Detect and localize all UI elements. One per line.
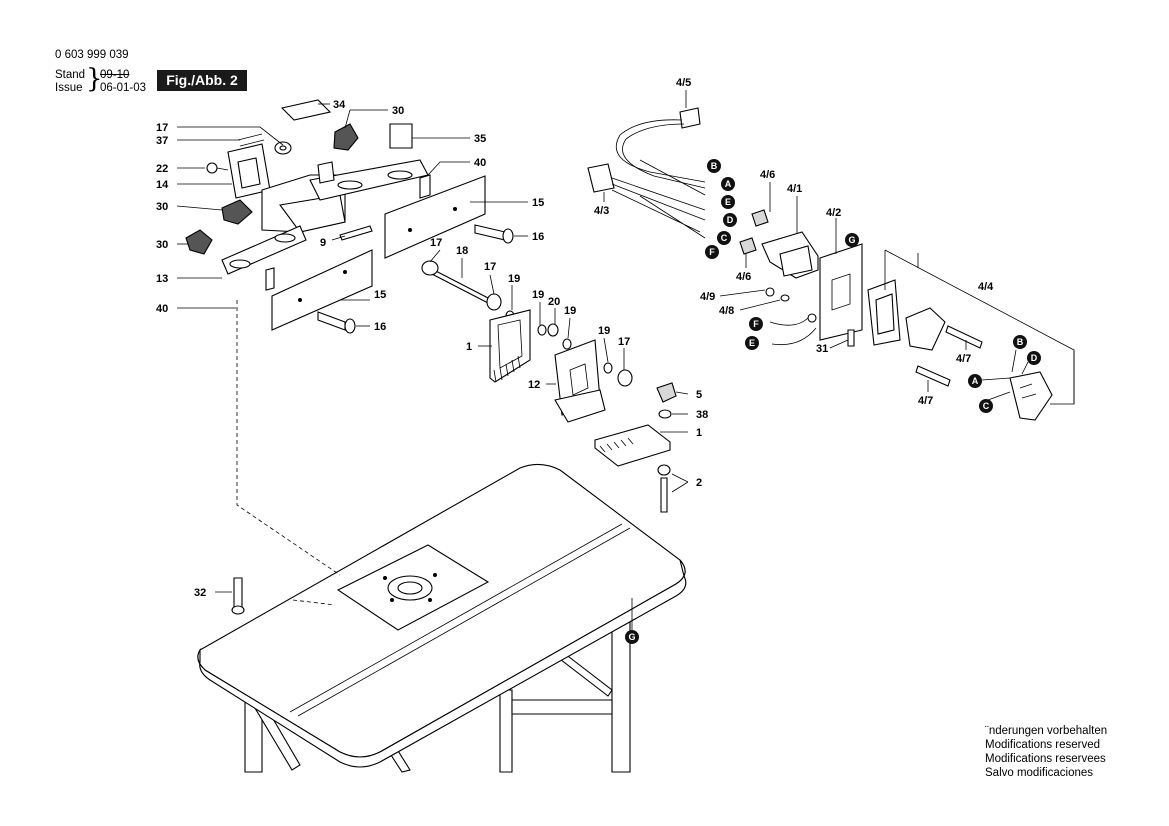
circle-label: B [711,161,718,171]
circle-label: A [972,376,979,386]
callout: 20 [548,296,560,308]
circle-label: D [1031,353,1038,363]
leader-lines [176,90,1029,630]
note-line: Modifications reserved [985,739,1101,751]
note-line: ¨nderungen vorbehalten [985,725,1108,737]
brace-icon: } [86,64,103,94]
note-line: Modifications reservees [985,753,1106,765]
screw-32 [231,577,245,615]
callout: 19 [508,273,520,285]
callout: 2 [696,477,702,489]
part-number: 0 603 999 039 [55,49,129,61]
callout: 17 [430,237,442,249]
callout: 17 [618,336,630,348]
callout: 5 [696,389,702,401]
callout: 40 [156,303,168,315]
electrical-assembly [587,107,1075,421]
callout: 4/1 [787,183,802,195]
issue-value: 06-01-03 [100,82,147,94]
callout: 4/5 [676,77,691,89]
callout: 15 [532,197,544,209]
circle-label: B [1017,337,1024,347]
callout: 30 [156,239,168,251]
note-line: Salvo modificaciones [985,767,1094,779]
circle-label: E [725,197,731,207]
circle-label: D [727,215,734,225]
issue-label: Issue [55,82,83,94]
stand-value: 09-10 [100,69,130,81]
circle-label: A [725,179,732,189]
callout: 4/3 [594,205,609,217]
circle-labels: B A E D C F G F E B D A C G [625,159,1041,644]
callout: 37 [156,135,168,147]
callout: 18 [456,245,468,257]
callout: 32 [194,587,206,599]
callout: 38 [696,409,708,421]
callout: 1 [696,427,702,439]
circle-label: G [628,632,635,642]
callout-labels: 34 30 17 37 35 22 40 14 15 30 16 9 30 17… [156,77,994,599]
callout: 1 [466,341,472,353]
callout: 13 [156,273,168,285]
featherboards [489,309,677,513]
callout: 9 [320,237,326,249]
figure-label: Fig./Abb. 2 [157,70,247,91]
callout: 19 [532,289,544,301]
callout: 4/6 [736,271,751,283]
callout: 15 [374,289,386,301]
callout: 4/8 [719,305,734,317]
callout: 16 [532,231,544,243]
stand-label: Stand [55,69,86,81]
callout: 4/6 [760,169,775,181]
callout: 4/4 [978,281,994,293]
callout: 4/2 [826,207,841,219]
callout: 12 [528,379,540,391]
callout: 4/7 [918,395,933,407]
callout: 22 [156,163,168,175]
callout: 17 [156,122,168,134]
callout: 30 [156,201,168,213]
callout: 19 [598,325,610,337]
circle-label: E [749,338,755,348]
circle-label: F [753,319,759,329]
circle-label: G [848,235,855,245]
callout: 34 [333,99,346,111]
circle-label: C [721,233,728,243]
circle-label: F [709,247,715,257]
callout: 35 [474,133,486,145]
callout: 16 [374,321,386,333]
callout: 40 [474,157,486,169]
circle-label: C [983,401,990,411]
callout: 30 [392,105,404,117]
callout: 17 [484,261,496,273]
modification-notes: ¨nderungen vorbehalten Modifications res… [985,724,1107,780]
router-table [197,463,687,773]
fence-assembly [185,99,515,334]
callout: 4/7 [956,353,971,365]
callout: 4/9 [700,291,715,303]
callout: 19 [564,305,576,317]
callout: 31 [816,343,828,355]
callout: 14 [156,179,169,191]
